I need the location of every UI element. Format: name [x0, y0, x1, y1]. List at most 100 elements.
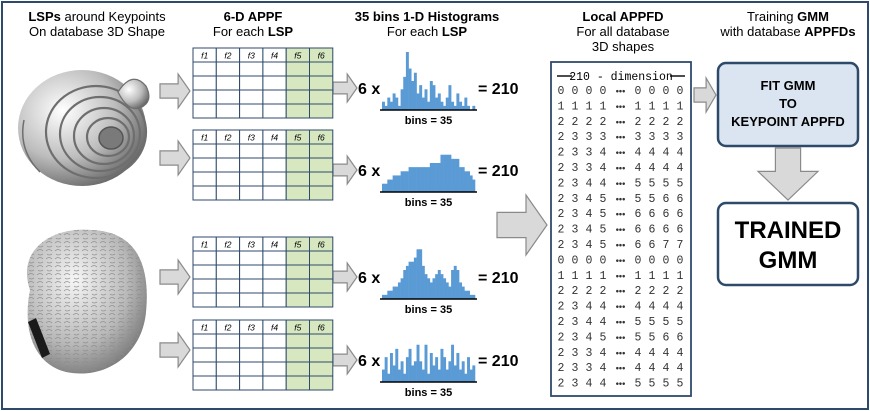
- appfd-value: 3: [586, 147, 593, 160]
- appfd-value: 3: [572, 208, 579, 221]
- svg-text:with database APPFDs: with database APPFDs: [719, 24, 855, 39]
- appfd-ellipsis: •••: [616, 240, 625, 250]
- appf-column-label: f6: [318, 323, 325, 333]
- appfd-value: 5: [663, 378, 670, 391]
- histogram-3: bins = 35: [380, 249, 477, 316]
- appfd-value: 3: [572, 239, 579, 252]
- histogram-bar: [469, 294, 473, 299]
- appfd-value: 5: [600, 193, 607, 206]
- equals-210-label: = 210: [478, 163, 519, 180]
- histogram-bar: [459, 282, 463, 299]
- appfd-value: 2: [677, 116, 684, 129]
- histogram-bar: [392, 365, 396, 382]
- histogram-bar: [467, 171, 470, 192]
- appfd-value: 3: [572, 193, 579, 206]
- histogram-bar: [382, 369, 385, 382]
- appfd-value: 2: [558, 301, 565, 314]
- histogram-bar: [448, 286, 452, 299]
- histogram-bar: [435, 274, 439, 299]
- appfd-ellipsis: •••: [616, 332, 625, 342]
- appfd-ellipsis: •••: [616, 271, 625, 281]
- appfd-ellipsis: •••: [616, 148, 625, 158]
- appfd-value: 4: [586, 378, 593, 391]
- appfd-value: 2: [586, 116, 593, 129]
- histogram-bar: [387, 97, 391, 110]
- appfd-value: 1: [677, 270, 684, 283]
- histogram-bar: [464, 290, 468, 299]
- histogram-bar: [464, 97, 468, 110]
- appfd-value: 4: [663, 301, 670, 314]
- appf-column-label: f4: [271, 51, 278, 61]
- histogram-bar: [408, 348, 412, 382]
- histogram-bar: [384, 183, 388, 192]
- appfd-value: 5: [663, 316, 670, 329]
- appf-column-label: f4: [271, 323, 278, 333]
- arrow-table-to-hist-2: [332, 154, 358, 186]
- appfd-value: 5: [600, 224, 607, 237]
- appfd-ellipsis: •••: [616, 302, 625, 312]
- fit-box-line1: FIT GMM: [761, 78, 816, 93]
- histogram-bar: [424, 167, 428, 192]
- histogram-bar: [405, 171, 409, 192]
- appfd-value: 6: [649, 239, 656, 252]
- header-training-prefix: Training: [747, 9, 797, 24]
- fit-box-line2: TO: [779, 96, 797, 111]
- histogram-bar: [459, 369, 463, 382]
- arrow-table-to-hist-3: [332, 261, 358, 293]
- appfd-value: 6: [649, 224, 656, 237]
- histogram-bar: [382, 294, 385, 299]
- header-training: Training GMM with database APPFDs: [719, 9, 855, 39]
- histogram-bar: [387, 290, 391, 299]
- header-hist-line1: 35 bins 1-D Histograms: [355, 9, 500, 24]
- appfd-value: 0: [677, 254, 684, 267]
- histogram-bar: [445, 154, 449, 192]
- bins-label: bins = 35: [405, 387, 452, 399]
- appfd-value: 1: [558, 100, 565, 113]
- appfd-ellipsis: •••: [616, 86, 625, 96]
- appfd-value: 0: [572, 254, 579, 267]
- histogram-bar: [397, 282, 401, 299]
- appfd-value: 4: [635, 362, 642, 375]
- histogram-bar: [395, 97, 399, 110]
- appfd-value: 5: [649, 316, 656, 329]
- header-appf-line1: 6-D APPF: [224, 9, 283, 24]
- histogram-bar: [384, 294, 388, 299]
- bins-label: bins = 35: [405, 197, 452, 209]
- bins-label: bins = 35: [405, 115, 452, 127]
- histogram-bar: [467, 290, 470, 299]
- appfd-value: 4: [649, 162, 656, 175]
- multiplier-label: 6 x: [358, 163, 380, 180]
- appfd-value: 2: [558, 116, 565, 129]
- appfd-value: 3: [635, 131, 642, 144]
- arrow-shape2-to-table3: [159, 258, 191, 296]
- bins-label: bins = 35: [405, 304, 452, 316]
- appfd-ellipsis: •••: [616, 363, 625, 373]
- histogram-bar: [411, 81, 415, 110]
- header-appf-bold: LSP: [268, 24, 294, 39]
- arrow-matrix-to-fit: [693, 75, 717, 115]
- histogram-bar: [405, 357, 409, 382]
- histogram-bar: [472, 179, 476, 192]
- svg-text:Training GMM: Training GMM: [747, 9, 829, 24]
- histogram-bar: [440, 348, 444, 382]
- appfd-dimension-label: 210 - dimension: [569, 71, 673, 84]
- histogram-bar: [411, 167, 415, 192]
- appfd-ellipsis: •••: [616, 209, 625, 219]
- appfd-ellipsis: •••: [616, 178, 625, 188]
- histogram-bar: [453, 158, 457, 192]
- appfd-value: 2: [677, 285, 684, 298]
- appf-column-label: f1: [201, 323, 208, 333]
- histogram-bar: [408, 68, 412, 110]
- appfd-value: 4: [649, 362, 656, 375]
- appfd-value: 2: [558, 131, 565, 144]
- appf-column-label: f5: [294, 240, 301, 250]
- appfd-value: 2: [558, 378, 565, 391]
- histogram-bar: [448, 361, 452, 382]
- histogram-bar: [389, 290, 393, 299]
- svg-text:LSPs around Keypoints: LSPs around Keypoints: [28, 9, 166, 24]
- appfd-value: 0: [677, 85, 684, 98]
- histogram-bar: [437, 369, 441, 382]
